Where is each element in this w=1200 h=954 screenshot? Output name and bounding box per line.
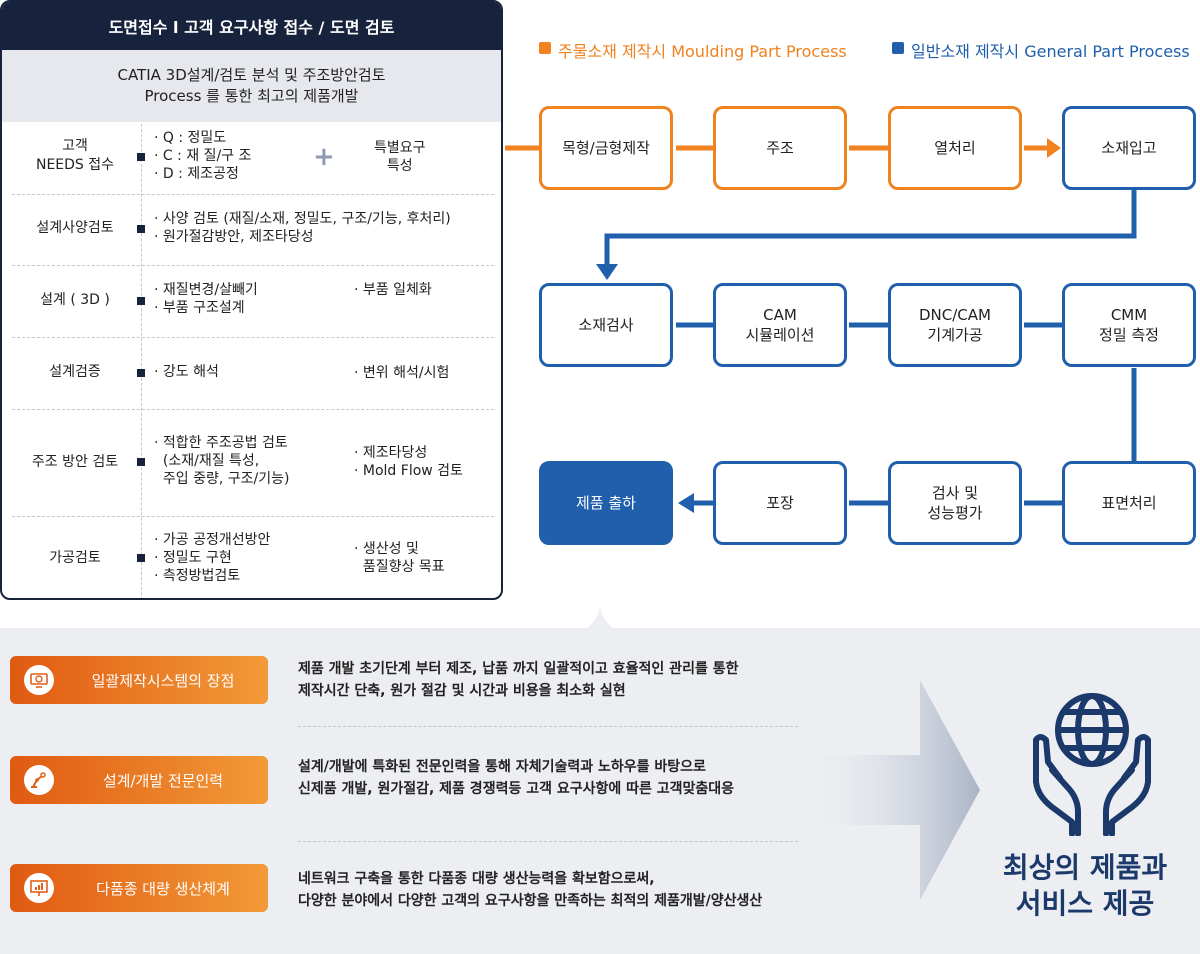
legend-orange-marker (539, 42, 551, 54)
row-needs-items: · Q : 정밀도 · C : 재 질/구 조 · D : 제조공정 (154, 130, 252, 182)
node-heat-treatment: 열처리 (888, 106, 1022, 190)
row-verify-items: · 강도 해석 (154, 364, 219, 380)
row-label-needs: 고객 NEEDS 접수 (35, 138, 115, 173)
node-inspection-evaluation: 검사 및 성능평가 (888, 461, 1022, 545)
row-verify-extra: · 변위 해석/시험 (354, 365, 450, 381)
row-design-extra: · 부품 일체화 (354, 282, 432, 298)
row-label-design: 설계 ( 3D ) (40, 291, 110, 308)
final-line2: 서비스 제공 (1015, 887, 1155, 920)
node-cmm-measurement: CMM 정밀 측정 (1062, 283, 1196, 367)
desc-integrated-system: 제품 개발 초기단계 부터 제조, 납품 까지 일괄적이고 효율적인 관리를 통… (298, 661, 739, 699)
row-marker (137, 369, 145, 377)
flow-connectors (505, 138, 1137, 513)
row-separator (12, 516, 494, 517)
node-cam-simulation: CAM 시뮬레이션 (713, 283, 847, 367)
node-mold-making: 목형/금형제작 (539, 106, 673, 190)
badge-mass-production: 다품종 대량 생산체계 (10, 864, 268, 912)
node-casting: 주조 (713, 106, 847, 190)
process-panel: 도면접수 l 고객 요구사항 접수 / 도면 검토 CATIA 3D설계/검토 … (0, 0, 503, 600)
arrowhead-blue-down (596, 264, 618, 280)
big-arrow-icon (800, 680, 980, 900)
column-divider (141, 124, 142, 598)
row-separator (12, 194, 494, 195)
hands-globe-icon (1033, 693, 1151, 836)
row-needs-special: 특별요구 특성 (374, 140, 426, 174)
desc-separator (298, 841, 798, 842)
row-marker (137, 153, 145, 161)
row-machining-items: · 가공 공정개선방안 · 정밀도 구현 · 측정방법검토 (154, 532, 271, 584)
row-marker (137, 458, 145, 466)
legend-blue-label: 일반소재 제작시 General Part Process (911, 42, 1190, 61)
desc-design-experts: 설계/개발에 특화된 전문인력을 통해 자체기술력과 노하우를 바탕으로 신제품… (298, 759, 735, 797)
row-spec-items: · 사양 검토 (재질/소재, 정밀도, 구조/기능, 후처리) · 원가절감방… (154, 211, 451, 245)
final-message: 최상의 제품과 서비스 제공 (972, 850, 1198, 922)
desc-separator (298, 726, 798, 727)
row-label-spec: 설계사양검토 (36, 219, 114, 236)
presentation-chart-icon (24, 873, 54, 903)
badge-design-experts: 설계/개발 전문인력 (10, 756, 268, 804)
panel-subtitle: CATIA 3D설계/검토 분석 및 주조방안검토 Process 를 통한 최… (2, 50, 501, 122)
row-machining-extra: · 생산성 및 품질향상 목표 (354, 541, 445, 575)
desc-mass-production: 네트워크 구축을 통한 다품종 대량 생산능력을 확보함으로써, 다양한 분야에… (298, 871, 763, 909)
row-label-verify: 설계검증 (49, 363, 101, 380)
node-material-inspection: 소재검사 (539, 283, 673, 367)
panel-subtitle-line1: CATIA 3D설계/검토 분석 및 주조방안검토 (117, 66, 386, 84)
panel-header: 도면접수 l 고객 요구사항 접수 / 도면 검토 (2, 2, 501, 50)
node-surface-treatment: 표면처리 (1062, 461, 1196, 545)
row-separator (12, 265, 494, 266)
plus-icon: + (313, 142, 335, 172)
robot-arm-icon (24, 765, 54, 795)
pointer-notch (585, 604, 615, 630)
row-separator (12, 337, 494, 338)
badge-integrated-system: 일괄제작시스템의 장점 (10, 656, 268, 704)
node-packaging: 포장 (713, 461, 847, 545)
arrowhead-blue-left (678, 493, 694, 513)
row-label-machining: 가공검토 (49, 549, 101, 566)
legend-orange-label: 주물소재 제작시 Moulding Part Process (558, 42, 847, 61)
node-material-input: 소재입고 (1062, 106, 1196, 190)
row-separator (12, 409, 494, 410)
final-line1: 최상의 제품과 (1002, 851, 1168, 884)
row-marker (137, 554, 145, 562)
panel-subtitle-line2: Process 를 통한 최고의 제품개발 (144, 87, 359, 105)
node-dnc-machining: DNC/CAM 기계가공 (888, 283, 1022, 367)
arrowhead-orange (1047, 138, 1061, 158)
row-casting-items: · 적합한 주조공법 검토 (소재/재질 특성, 주입 중량, 구조/기능) (154, 435, 290, 487)
connector-down-to-inspection (604, 190, 1137, 266)
badge-label: 일괄제작시스템의 장점 (91, 671, 235, 690)
row-design-items: · 재질변경/살빼기 · 부품 구조설계 (154, 282, 258, 316)
row-label-casting: 주조 방안 검토 (31, 453, 119, 470)
node-product-shipping: 제품 출하 (539, 461, 673, 545)
row-marker (137, 225, 145, 233)
legend-blue-marker (892, 42, 904, 54)
badge-label: 설계/개발 전문인력 (102, 771, 224, 790)
monitor-globe-icon (24, 665, 54, 695)
row-marker (137, 297, 145, 305)
row-casting-extra: · 제조타당성 · Mold Flow 검토 (354, 445, 463, 479)
badge-label: 다품종 대량 생산체계 (96, 879, 230, 898)
